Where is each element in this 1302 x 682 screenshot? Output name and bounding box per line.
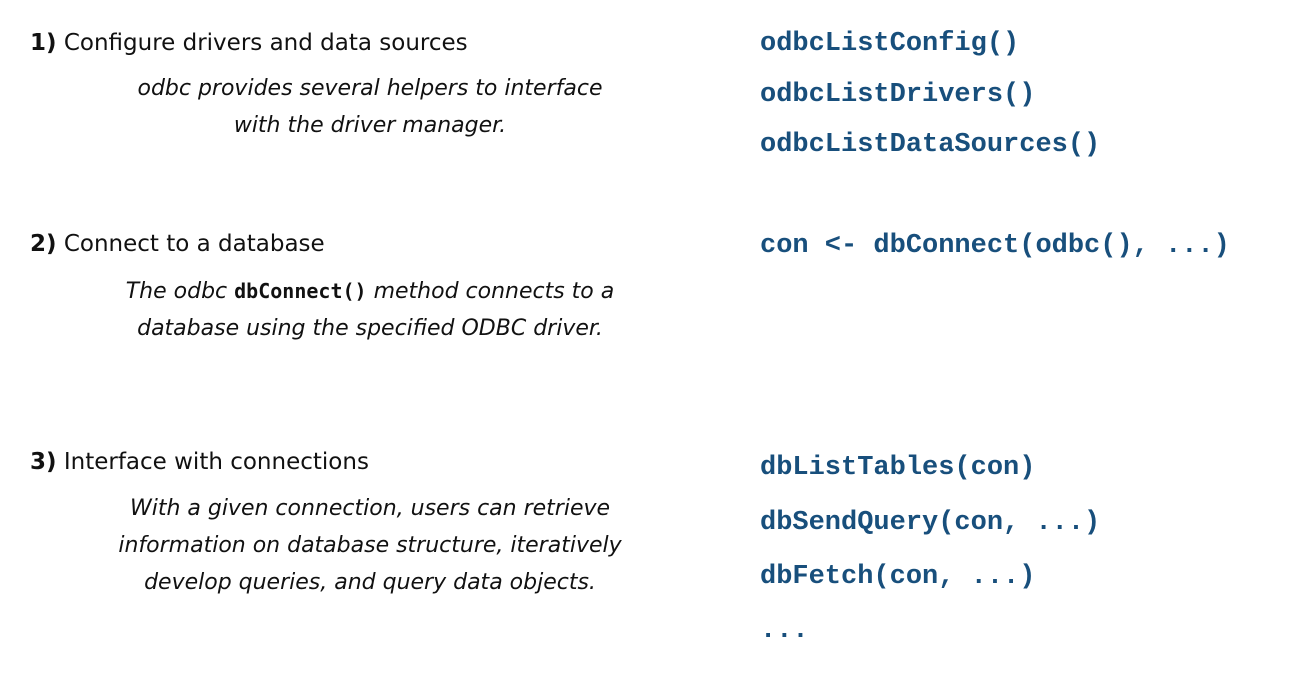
- step-3-description-line-2: information on database structure, itera…: [118, 533, 622, 558]
- step-3-description-line-1: With a given connection, users can retri…: [129, 496, 611, 521]
- step-2-number: 2): [30, 231, 57, 257]
- step-2-description: The odbc dbConnect() method connects to …: [30, 273, 710, 347]
- step-3-title: Interface with connections: [63, 449, 369, 475]
- step-3-description-line-3: develop queries, and query data objects.: [144, 570, 596, 595]
- code-db-send-query: dbSendQuery(con, ...): [760, 508, 1101, 538]
- step-3-number: 3): [30, 449, 57, 475]
- code-db-connect: con <- dbConnect(odbc(), ...): [760, 231, 1230, 261]
- step-2-heading: 2) Connect to a database: [30, 229, 710, 259]
- code-ellipsis: ...: [760, 616, 809, 646]
- step-1-title: Configure drivers and data sources: [63, 30, 468, 56]
- code-odbc-list-data-sources: odbcListDataSources(): [760, 130, 1101, 160]
- step-1-number: 1): [30, 30, 57, 56]
- step-3-heading: 3) Interface with connections: [30, 447, 710, 477]
- step-2-description-before: The odbc: [125, 279, 235, 304]
- step-1-description: odbc provides several helpers to interfa…: [30, 70, 710, 144]
- step-2-title: Connect to a database: [63, 231, 325, 257]
- step-2-description-line-2: database using the specified ODBC driver…: [137, 316, 603, 341]
- code-db-fetch: dbFetch(con, ...): [760, 562, 1036, 592]
- code-odbc-list-config: odbcListConfig(): [760, 29, 1020, 59]
- step-1-heading: 1) Configure drivers and data sources: [30, 28, 710, 58]
- code-odbc-list-drivers: odbcListDrivers(): [760, 80, 1036, 110]
- step-2-description-line-1: The odbc dbConnect() method connects to …: [30, 273, 710, 310]
- code-db-list-tables: dbListTables(con): [760, 453, 1036, 483]
- step-1-description-line-1: odbc provides several helpers to interfa…: [137, 76, 603, 101]
- step-1-description-line-2: with the driver manager.: [233, 113, 507, 138]
- step-2-description-after: method connects to a: [366, 279, 615, 304]
- step-3-description: With a given connection, users can retri…: [30, 490, 710, 601]
- step-2-description-code: dbConnect(): [234, 279, 367, 303]
